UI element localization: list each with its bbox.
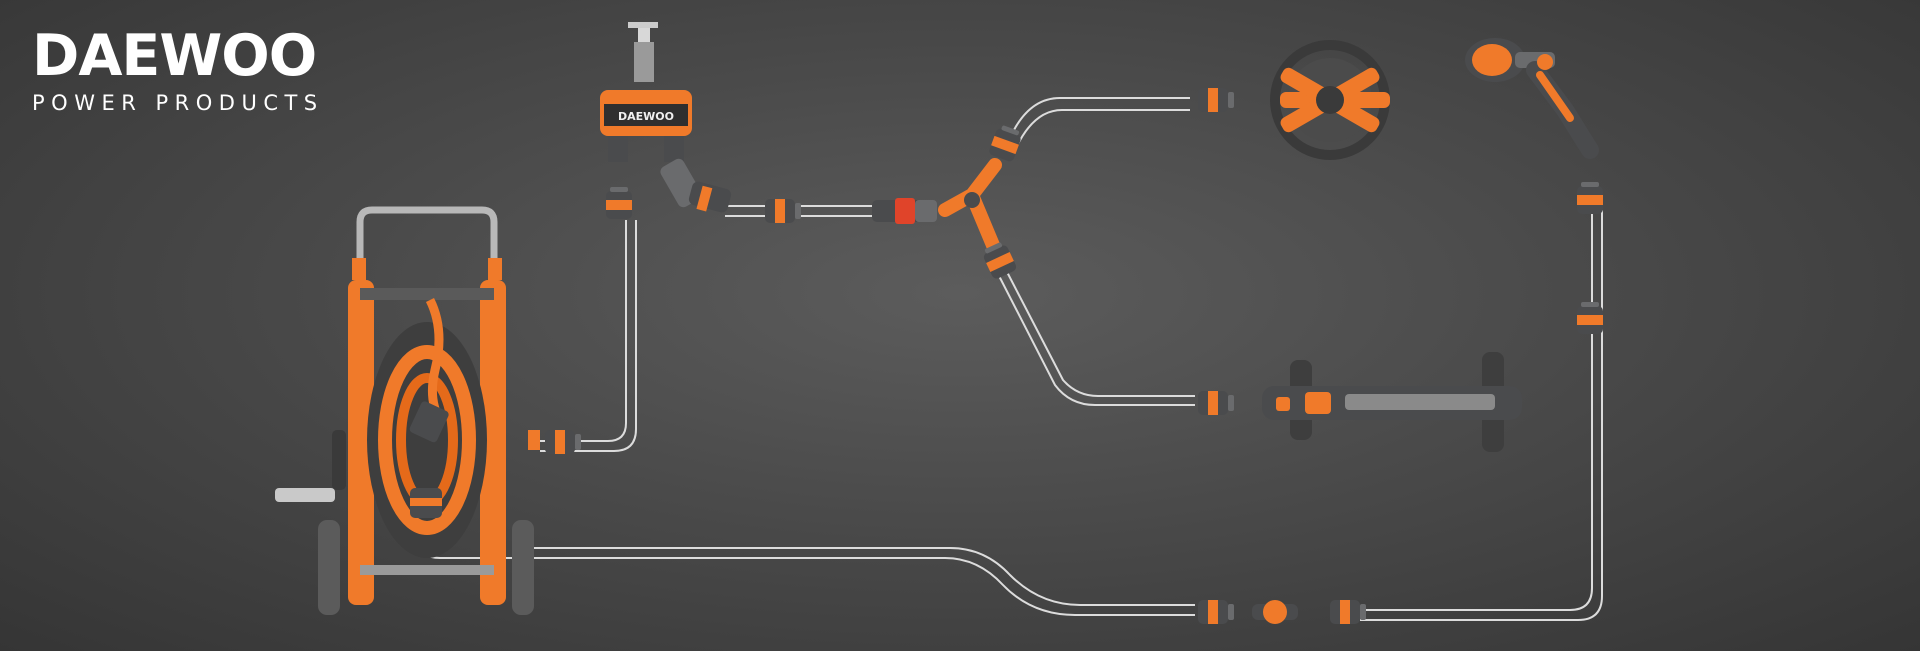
inline-connector xyxy=(765,199,801,223)
tap-branch-connector xyxy=(606,187,632,219)
brand-name: DAEWOO xyxy=(32,23,317,89)
tap-distributor-label: DAEWOO xyxy=(618,110,674,123)
hose-reel-cart xyxy=(275,206,540,615)
brand-tagline: POWER PRODUCTS xyxy=(32,91,324,115)
bottom-left-connector xyxy=(1198,600,1234,624)
splitter-upper-connector xyxy=(987,123,1024,163)
y-splitter xyxy=(938,158,1002,257)
sprinkler-connector xyxy=(1198,88,1234,112)
tap-distributor: DAEWOO xyxy=(600,22,692,162)
shutoff-valve xyxy=(1252,600,1298,624)
oscillating-sprinkler xyxy=(1262,352,1522,452)
hose-lines xyxy=(419,97,1603,621)
elbow-connector xyxy=(660,158,732,213)
brand-logo: DAEWOO POWER PRODUCTS xyxy=(32,26,324,116)
gun-connector xyxy=(1577,182,1603,214)
oscillator-connector xyxy=(1198,391,1234,415)
spray-gun xyxy=(1465,38,1599,159)
inline-repair-connector xyxy=(1577,302,1603,334)
quick-connector xyxy=(872,198,937,224)
rotary-sprinkler xyxy=(1270,40,1390,160)
